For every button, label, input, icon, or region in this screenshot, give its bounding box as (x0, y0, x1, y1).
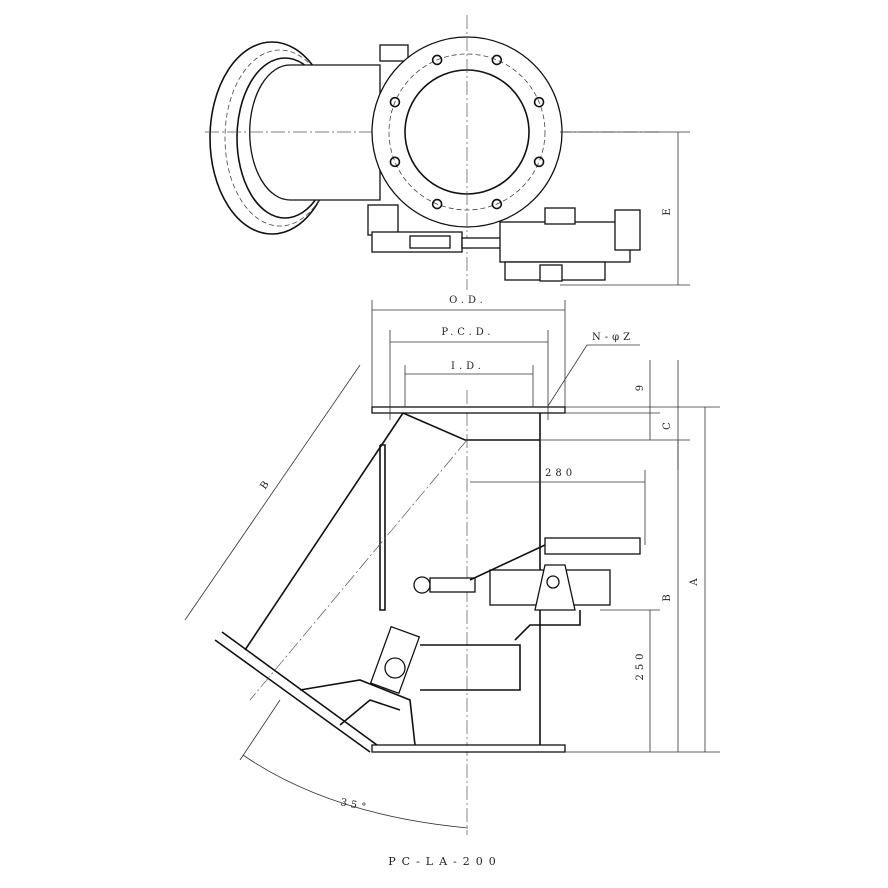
drawing-title: PC-LA-200 (388, 855, 502, 868)
dim-b-slant (184, 364, 361, 621)
bolt-hole (491, 198, 503, 210)
top-view: E (205, 15, 690, 290)
bolt-hole (533, 156, 545, 168)
actuator-end (614, 209, 641, 251)
link-rod (429, 577, 476, 593)
actuator-link (461, 237, 503, 249)
dim-pcd-label: P.C.D. (441, 327, 494, 338)
actuator-foot (539, 264, 563, 282)
actuator-rod (409, 235, 451, 249)
dim-od-label: O.D. (449, 295, 487, 306)
actuator-cap (544, 207, 576, 225)
dim-c-label: C (662, 418, 673, 430)
link-pivot (413, 576, 431, 594)
bolt-hole (533, 96, 545, 108)
branch-left (244, 412, 404, 651)
bolt-hole (431, 198, 443, 210)
mount-bracket (514, 610, 581, 641)
actuator-block (367, 204, 399, 236)
lever-pivot (384, 657, 406, 679)
angle-arc (242, 754, 469, 829)
extension-line (239, 699, 281, 761)
bolt-hole (431, 54, 443, 66)
leader-holes (547, 344, 640, 407)
branch-top (402, 412, 540, 441)
dim-e-label: E (662, 204, 673, 215)
top-flange (371, 406, 566, 414)
elbow-pipe (249, 64, 381, 201)
bottom-flange (371, 744, 566, 753)
bracket (379, 44, 409, 62)
branch-stiffener (379, 444, 386, 611)
side-view: O.D. P.C.D. I.D. N-φZ 9 C A B 250 280 B … (184, 295, 720, 835)
cylinder-link (469, 544, 546, 581)
bolt-hole (491, 54, 503, 66)
dim-a-label: A (689, 574, 700, 586)
branch-end-flange-inner (221, 631, 378, 746)
branch-end-flange (214, 639, 371, 753)
branch-body-detail (339, 699, 401, 726)
dim-280-label: 280 (545, 468, 576, 479)
holes-label: N-φZ (592, 332, 634, 343)
valve-actuator-body (499, 221, 631, 263)
bolt-holes (389, 54, 545, 210)
branch-center-line (249, 439, 468, 701)
bracket-pin (546, 575, 560, 589)
mount-plate (420, 644, 521, 691)
dim-250-label: 250 (635, 649, 646, 680)
dim-b-slant-label: B (258, 476, 274, 492)
dim-thickness-label: 9 (635, 381, 646, 391)
dim-b-label: B (662, 590, 673, 601)
bolt-hole (389, 96, 401, 108)
cylinder (544, 537, 641, 555)
angle-label: 35° (339, 797, 370, 814)
dim-id-label: I.D. (451, 361, 485, 372)
branch-body (299, 679, 416, 746)
bolt-hole (389, 156, 401, 168)
